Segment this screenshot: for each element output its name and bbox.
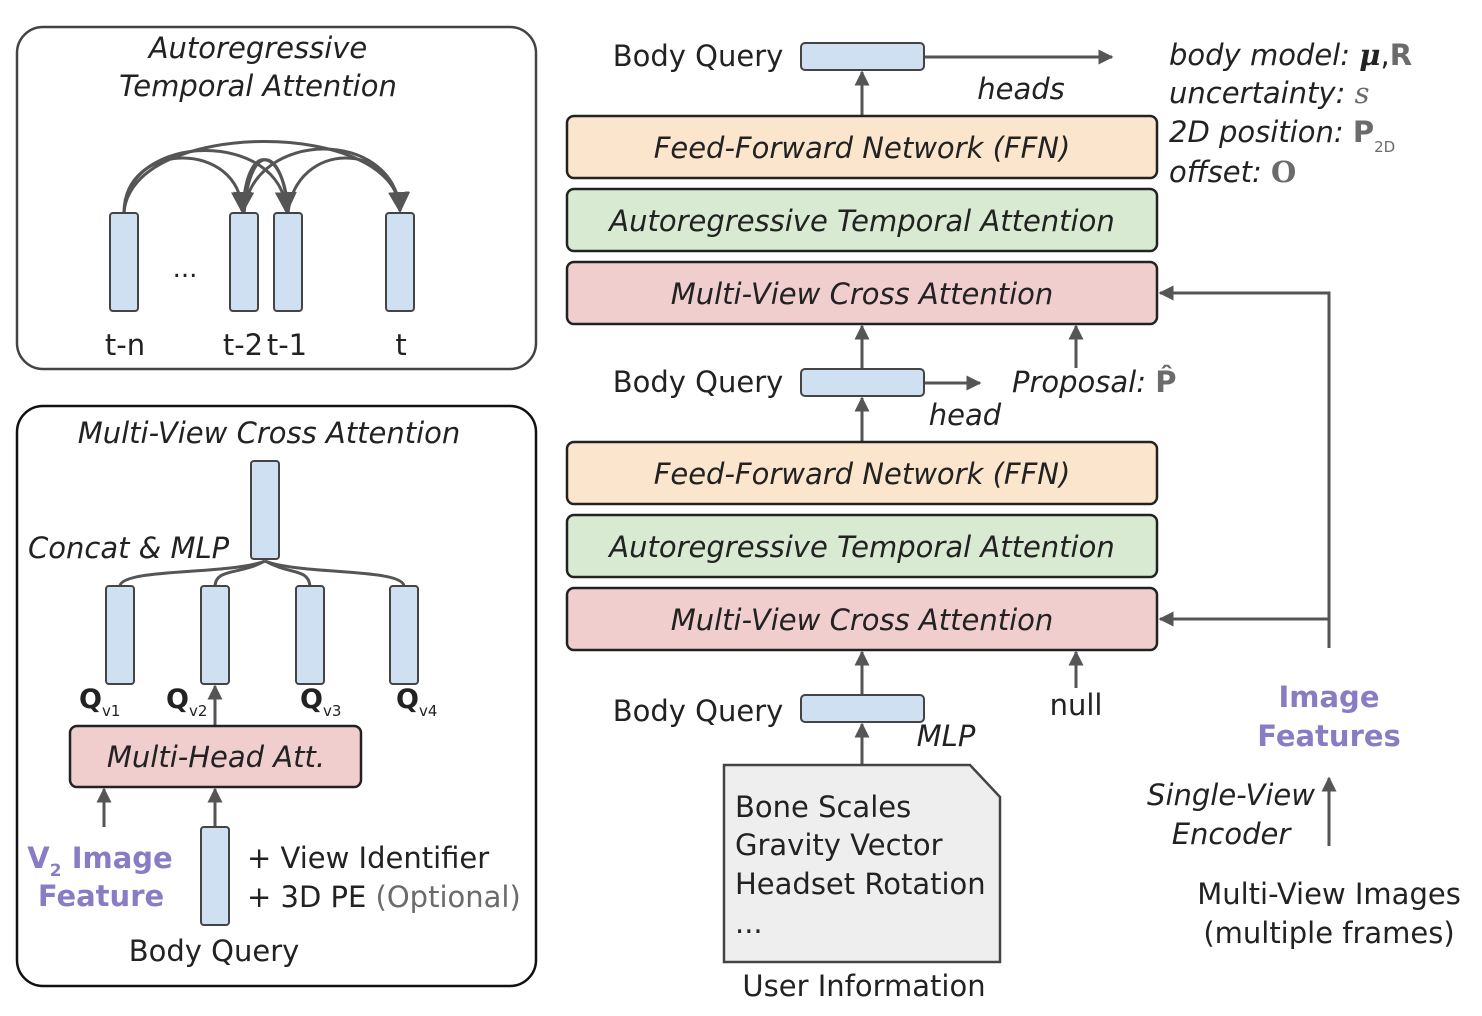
mv-body-query-token	[200, 826, 230, 926]
mid-body-query-token	[800, 368, 925, 397]
image-features-line2: Features	[1257, 719, 1401, 753]
mv-query-v2	[200, 585, 230, 685]
cross-block-bottom	[565, 586, 1159, 652]
temporal-block-bottom-label: Autoregressive Temporal Attention	[607, 530, 1114, 564]
mv-v2-image-feature-line2: Feature	[38, 879, 164, 913]
ar-token-t-2	[229, 212, 259, 312]
mv-q-label-v1: Qv1	[79, 684, 120, 720]
image-features-line1: Image	[1278, 680, 1379, 714]
top-body-query-token	[800, 42, 925, 71]
null-label: null	[1050, 688, 1103, 722]
mv-query-v3	[295, 585, 325, 685]
multiview-panel-frame	[15, 404, 538, 988]
heads-label: heads	[977, 72, 1065, 106]
ar-attention-arcs	[122, 140, 411, 214]
mv-query-v1	[105, 585, 135, 685]
ffn-block-top	[565, 114, 1159, 180]
mv-v2-image-feature-line1: V2 Image	[27, 841, 172, 881]
ffn-block-bottom-label: Feed-Forward Network (FFN)	[654, 457, 1071, 491]
ar-ellipsis: ...	[173, 254, 198, 284]
ar-label-t-n: t-n	[105, 328, 145, 362]
top-body-query-label: Body Query	[613, 39, 784, 73]
mv-q-label-v3: Qv3	[300, 684, 341, 720]
features-to-top-cross-arrow	[1158, 285, 1331, 648]
ffn-block-bottom	[565, 440, 1159, 506]
ffn-block-top-label: Feed-Forward Network (FFN)	[654, 131, 1071, 165]
output-2d-position: 2D position: P2D	[1169, 115, 1395, 156]
autoregressive-panel: Autoregressive Temporal Attention ... t-…	[15, 25, 538, 371]
user-info-headset-rotation: Headset Rotation	[735, 867, 986, 901]
mv-concat-label: Concat & MLP	[28, 531, 230, 565]
ar-token-t-1	[273, 212, 303, 312]
mv-query-v4	[389, 585, 419, 685]
output-body-model: body model: μ,R	[1169, 38, 1412, 72]
mv-3d-pe: + 3D PE (Optional)	[247, 880, 521, 914]
mv-concat-token	[250, 460, 280, 560]
user-info-document	[722, 763, 1002, 964]
mv-view-identifier: + View Identifier	[247, 841, 489, 875]
ar-label-t-2: t-2	[223, 328, 263, 362]
bottom-body-query-label: Body Query	[613, 694, 784, 728]
mid-body-query-label: Body Query	[613, 365, 784, 399]
ar-token-t-n	[109, 212, 139, 312]
user-info-caption: User Information	[742, 969, 985, 1003]
ar-label-t: t	[395, 328, 406, 362]
output-offset: offset: O	[1169, 155, 1296, 189]
user-info-bone-scales: Bone Scales	[735, 790, 911, 824]
bottom-body-query-token	[800, 694, 925, 723]
encoder-label-line1: Single-View	[1147, 778, 1315, 812]
cross-block-bottom-label: Multi-View Cross Attention	[671, 603, 1054, 637]
multi-view-images-line2: (multiple frames)	[1203, 916, 1454, 950]
cross-block-top-label: Multi-View Cross Attention	[671, 277, 1054, 311]
ar-token-t	[385, 212, 415, 312]
cross-block-top	[565, 260, 1159, 326]
mv-q-label-v2: Qv2	[166, 684, 207, 720]
proposal-label: Proposal: P̂	[1012, 365, 1177, 399]
mv-mha-label: Multi-Head Att.	[107, 740, 325, 774]
output-uncertainty: uncertainty: s	[1169, 76, 1369, 110]
mv-multi-head-attention-block	[68, 724, 363, 789]
temporal-block-top-label: Autoregressive Temporal Attention	[607, 204, 1114, 238]
encoder-label-line2: Encoder	[1172, 817, 1293, 851]
mv-body-query-label: Body Query	[129, 934, 300, 968]
ar-panel-title-line2: Temporal Attention	[119, 69, 397, 103]
temporal-block-top	[565, 187, 1159, 253]
ar-panel-title-line1: Autoregressive	[147, 31, 368, 65]
multi-view-images-line1: Multi-View Images	[1197, 877, 1461, 911]
main-pipeline: Body Query heads body model: μ,R uncerta…	[565, 38, 1461, 1003]
mv-panel-title: Multi-View Cross Attention	[78, 416, 461, 450]
mlp-label: MLP	[917, 719, 976, 753]
mv-q-label-v4: Qv4	[396, 684, 437, 720]
mv-merge-lines	[118, 559, 406, 587]
user-info-ellipsis: ...	[735, 906, 763, 940]
temporal-block-bottom	[565, 513, 1159, 579]
multiview-panel: Multi-View Cross Attention Concat & MLP …	[15, 404, 538, 988]
user-info-gravity-vector: Gravity Vector	[735, 828, 943, 862]
head-label: head	[929, 398, 1002, 432]
ar-label-t-1: t-1	[267, 328, 307, 362]
